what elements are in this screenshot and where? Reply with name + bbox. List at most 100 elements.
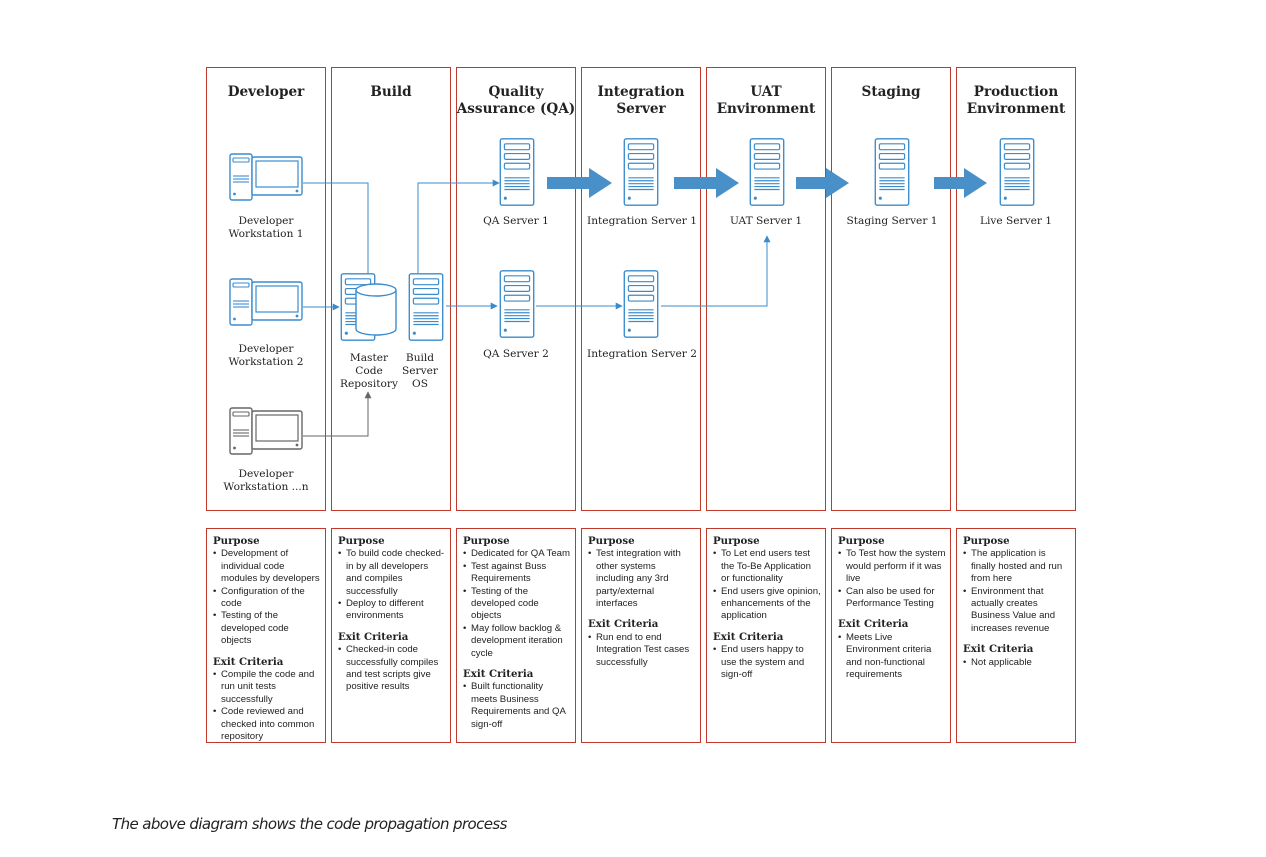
list-item: Meets Live Environment criteria and non-… — [838, 632, 946, 682]
qa-server-2-icon — [499, 270, 535, 338]
label-master-repo: Master Code Repository — [340, 352, 398, 390]
description-integration: Purpose Test integration with other syst… — [581, 528, 701, 743]
list-item: Development of individual code modules b… — [213, 548, 321, 585]
label-qa-server-2: QA Server 2 — [483, 348, 549, 360]
description-developer: Purpose Development of individual code m… — [206, 528, 326, 743]
list-item: Built functionality meets Business Requi… — [463, 681, 571, 731]
label-dev-ws-2: Developer Workstation 2 — [228, 343, 304, 368]
label-uat-server-1: UAT Server 1 — [729, 215, 803, 227]
exit-criteria-heading: Exit Criteria — [463, 668, 534, 681]
list-item: Checked-in code successfully compiles an… — [338, 644, 446, 694]
workstation-icon-2 — [229, 278, 303, 326]
purpose-list: The application is finally hosted and ru… — [963, 548, 1071, 635]
propagation-arrow-qa-integration — [547, 168, 612, 198]
column-integration — [581, 67, 701, 511]
label-integration-server-2: Integration Server 2 — [587, 348, 697, 360]
purpose-list: To build code checked-in by all develope… — [338, 548, 446, 622]
list-item: To build code checked-in by all develope… — [338, 548, 446, 598]
exit-criteria-list: Compile the code and run unit tests succ… — [213, 669, 321, 743]
list-item: Configuration of the code — [213, 586, 321, 611]
column-production — [956, 67, 1076, 511]
description-qa: Purpose Dedicated for QA Team Test again… — [456, 528, 576, 743]
connector-lines — [303, 179, 771, 311]
list-item: Testing of the developed code objects — [463, 586, 571, 623]
list-item: Dedicated for QA Team — [463, 548, 571, 561]
list-item: Run end to end Integration Test cases su… — [588, 632, 696, 669]
exit-criteria-list: Built functionality meets Business Requi… — [463, 681, 571, 731]
propagation-arrow-integration-uat — [674, 168, 739, 198]
exit-criteria-list: Run end to end Integration Test cases su… — [588, 632, 696, 669]
qa-server-1-icon — [499, 138, 535, 206]
column-build — [331, 67, 451, 511]
list-item: Testing of the developed code objects — [213, 610, 321, 647]
exit-criteria-heading: Exit Criteria — [588, 618, 659, 631]
purpose-list: To Let end users test the To-Be Applicat… — [713, 548, 821, 622]
purpose-heading: Purpose — [713, 535, 760, 547]
exit-criteria-list: Checked-in code successfully compiles an… — [338, 644, 446, 694]
exit-criteria-list: End users happy to use the system and si… — [713, 644, 821, 681]
description-build: Purpose To build code checked-in by all … — [331, 528, 451, 743]
column-title-production: Production Environment — [966, 84, 1066, 117]
column-title-integration: Integration Server — [597, 84, 685, 117]
list-item: To Test how the system would perform if … — [838, 548, 946, 585]
workstation-icon-n — [229, 407, 303, 455]
exit-criteria-heading: Exit Criteria — [963, 643, 1034, 656]
purpose-heading: Purpose — [838, 535, 885, 547]
list-item: May follow backlog & development iterati… — [463, 623, 571, 660]
description-production: Purpose The application is finally hoste… — [956, 528, 1076, 743]
diagram-caption: The above diagram shows the code propaga… — [112, 815, 507, 833]
purpose-list: To Test how the system would perform if … — [838, 548, 946, 610]
label-integration-server-1: Integration Server 1 — [587, 215, 697, 227]
uat-server-1-icon — [749, 138, 785, 206]
label-dev-ws-n: Developer Workstation ...n — [223, 468, 309, 493]
list-item: Compile the code and run unit tests succ… — [213, 669, 321, 706]
purpose-list: Test integration with other systems incl… — [588, 548, 696, 610]
label-dev-ws-1: Developer Workstation 1 — [228, 215, 304, 240]
propagation-arrow-uat-staging — [796, 168, 849, 198]
propagation-arrow-staging-production — [934, 168, 987, 198]
list-item: End users give opinion, enhancements of … — [713, 586, 821, 623]
list-item: End users happy to use the system and si… — [713, 644, 821, 681]
exit-criteria-heading: Exit Criteria — [213, 655, 284, 668]
list-item: Code reviewed and checked into common re… — [213, 706, 321, 743]
database-icon — [355, 283, 397, 336]
column-staging — [831, 67, 951, 511]
column-uat — [706, 67, 826, 511]
purpose-heading: Purpose — [963, 535, 1010, 547]
list-item: Test integration with other systems incl… — [588, 548, 696, 610]
exit-criteria-list: Not applicable — [963, 657, 1071, 670]
column-title-developer: Developer — [227, 84, 305, 100]
column-title-staging: Staging — [861, 84, 921, 100]
propagation-arrows — [547, 168, 987, 198]
purpose-heading: Purpose — [213, 535, 260, 547]
description-staging: Purpose To Test how the system would per… — [831, 528, 951, 743]
purpose-list: Development of individual code modules b… — [213, 548, 321, 647]
integration-server-2-icon — [623, 270, 659, 338]
purpose-heading: Purpose — [463, 535, 510, 547]
label-live-server-1: Live Server 1 — [979, 215, 1053, 227]
list-item: Environment that actually creates Busine… — [963, 586, 1071, 636]
description-uat: Purpose To Let end users test the To-Be … — [706, 528, 826, 743]
build-server-icon — [408, 273, 444, 341]
connector-wsn-repo — [303, 391, 372, 437]
list-item: Can also be used for Performance Testing — [838, 586, 946, 611]
purpose-heading: Purpose — [338, 535, 385, 547]
list-item: Deploy to different environments — [338, 598, 446, 623]
column-qa — [456, 67, 576, 511]
list-item: To Let end users test the To-Be Applicat… — [713, 548, 821, 585]
integration-server-1-icon — [623, 138, 659, 206]
connector-int2-uat1 — [661, 235, 771, 307]
list-item: Not applicable — [963, 657, 1071, 670]
exit-criteria-heading: Exit Criteria — [713, 630, 784, 643]
list-item: Test against Buss Requirements — [463, 561, 571, 586]
purpose-list: Dedicated for QA Team Test against Buss … — [463, 548, 571, 660]
exit-criteria-heading: Exit Criteria — [838, 618, 909, 631]
exit-criteria-list: Meets Live Environment criteria and non-… — [838, 632, 946, 682]
column-title-qa: Quality Assurance (QA) — [456, 84, 576, 117]
column-title-uat: UAT Environment — [716, 84, 816, 117]
label-staging-server-1: Staging Server 1 — [846, 215, 938, 227]
label-qa-server-1: QA Server 1 — [483, 215, 549, 227]
live-server-1-icon — [999, 138, 1035, 206]
column-title-build: Build — [370, 84, 412, 100]
